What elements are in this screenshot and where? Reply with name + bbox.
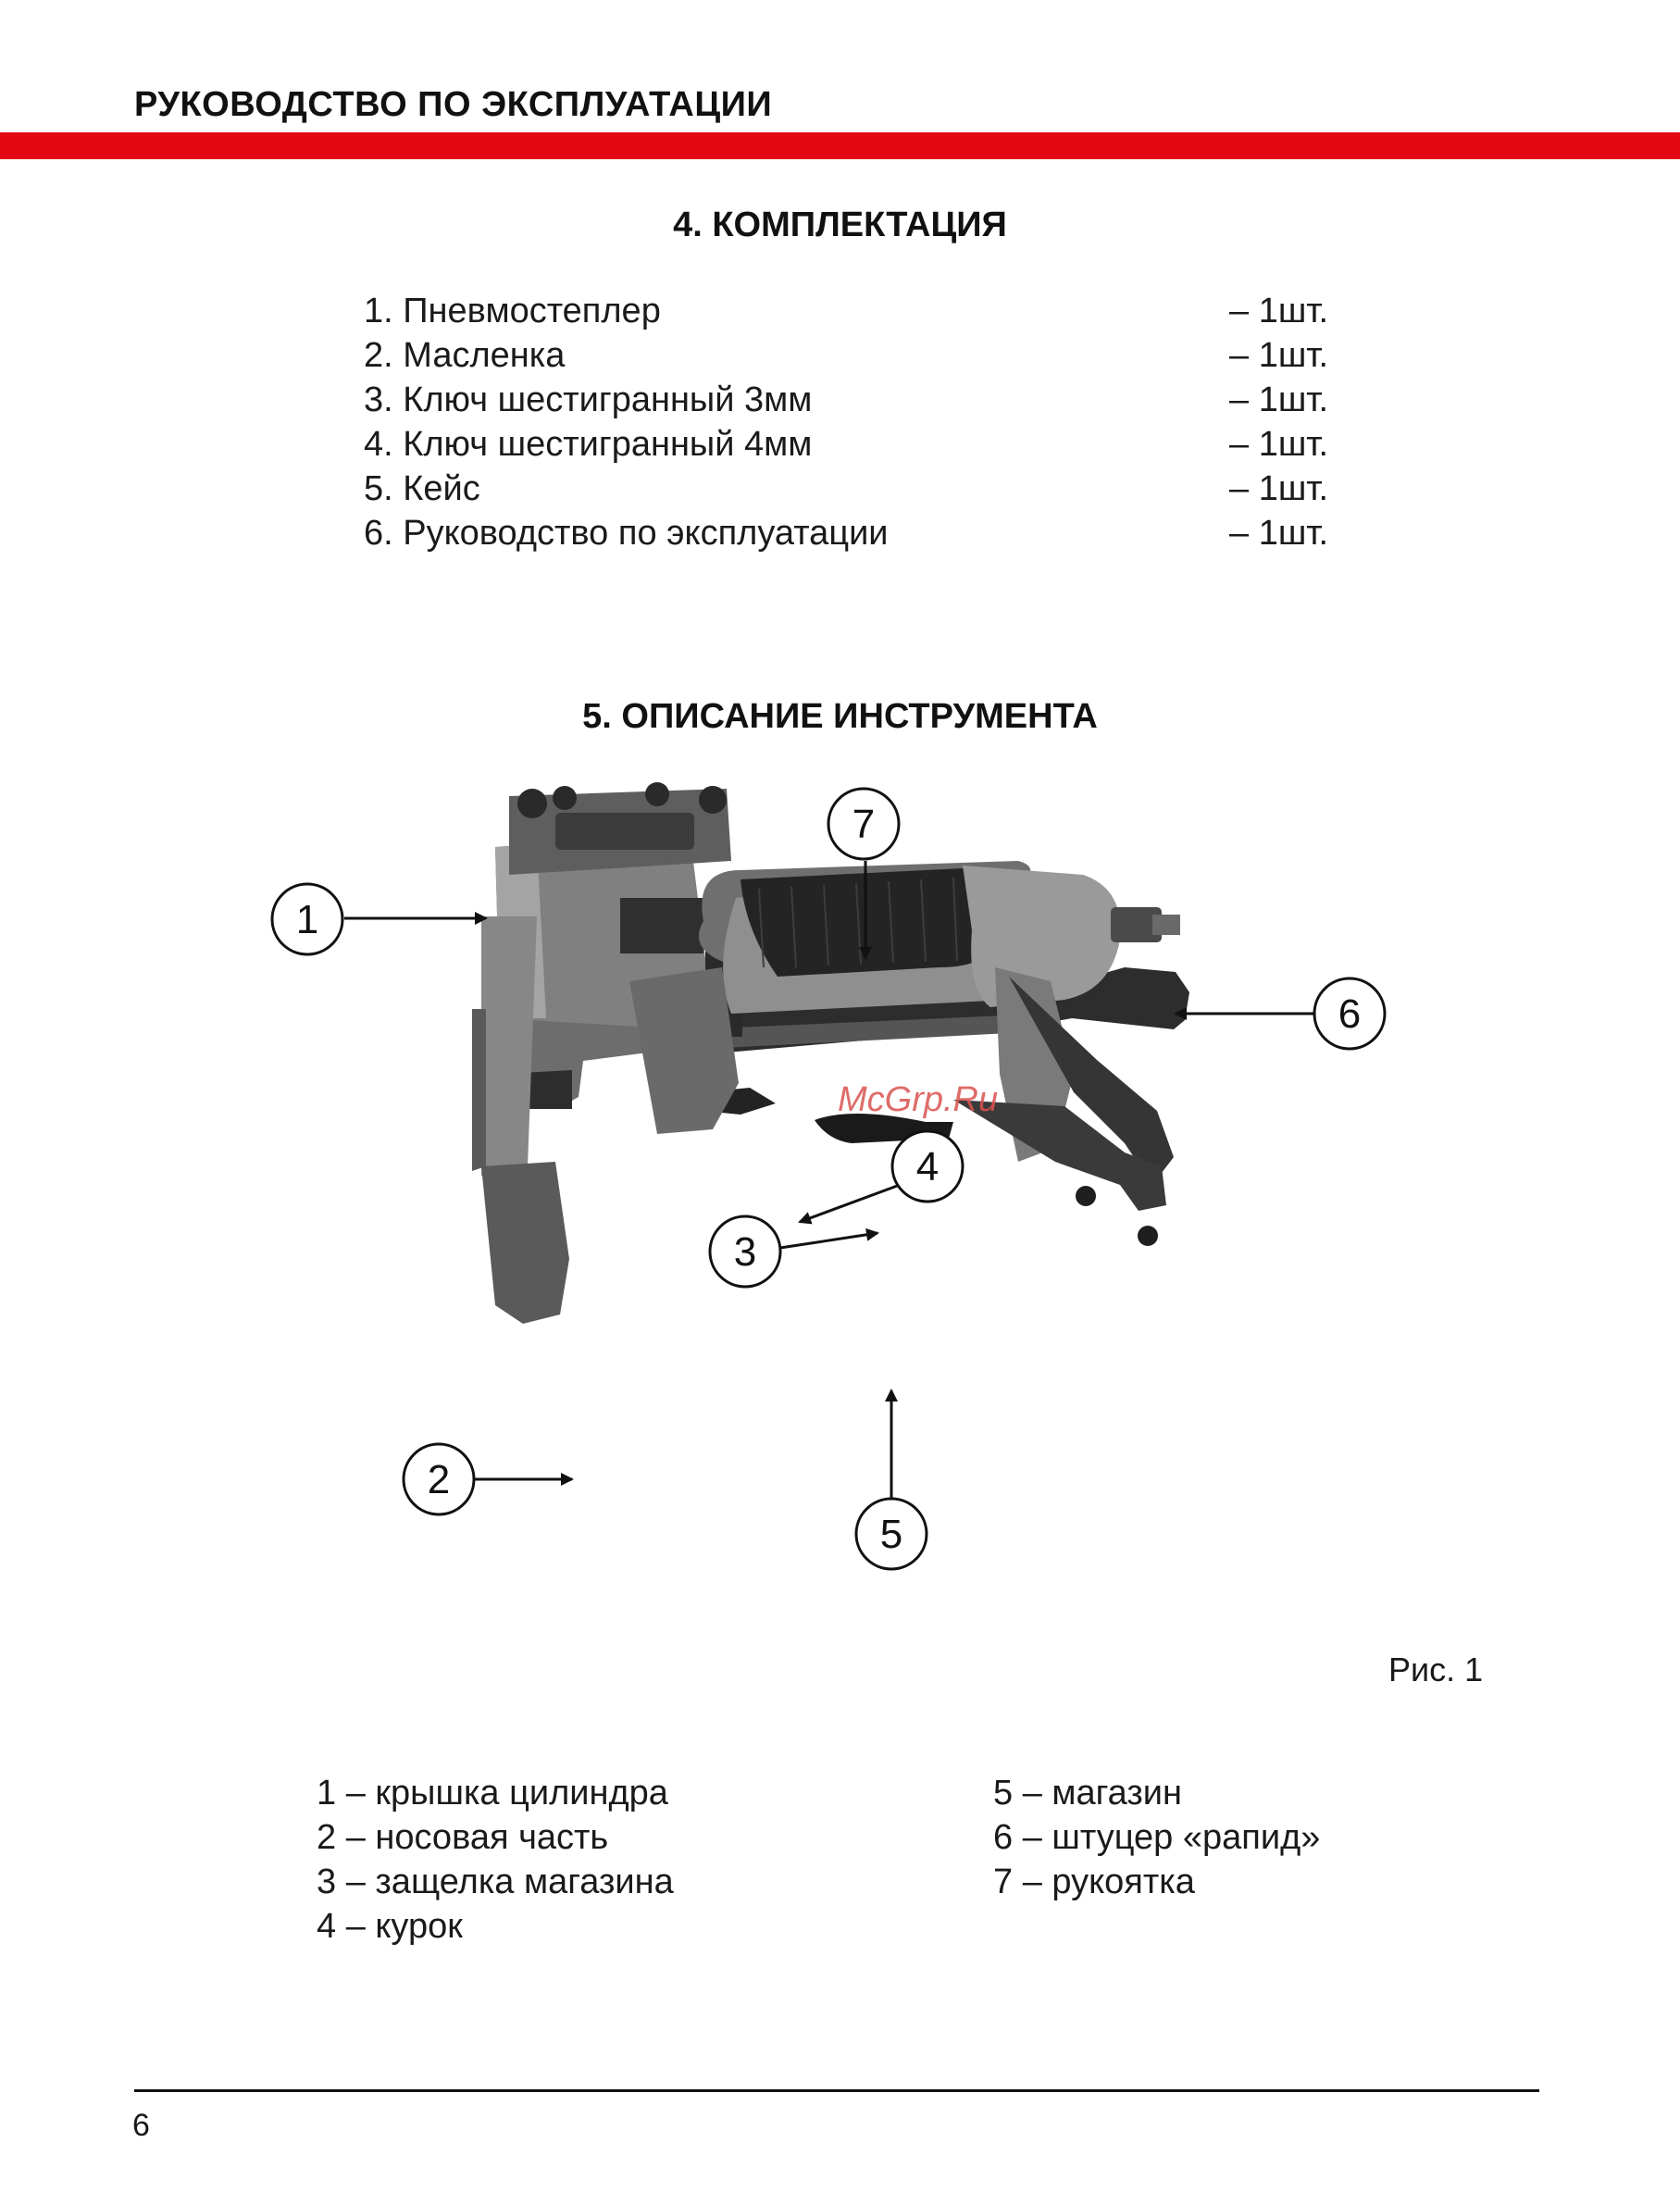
kit-item-qty: – 1шт.: [1229, 336, 1329, 375]
callout-number: 1: [296, 897, 318, 942]
kit-item-name: 6. Руководство по эксплуатации: [364, 514, 889, 553]
callout-number: 5: [880, 1512, 902, 1557]
callout-number: 7: [852, 802, 875, 847]
callout-number: 4: [916, 1144, 939, 1190]
legend-item: 7 – рукоятка: [993, 1862, 1195, 1901]
kit-item-name: 3. Ключ шестигранный 3мм: [364, 380, 813, 419]
page-number: 6: [132, 2108, 150, 2143]
callout-1: 1: [270, 882, 344, 956]
callout-number: 2: [428, 1457, 450, 1502]
kit-item-name: 1. Пневмостеплер: [364, 292, 661, 330]
callout-3: 3: [708, 1215, 782, 1289]
callout-number: 6: [1338, 991, 1361, 1037]
callout-5: 5: [854, 1497, 928, 1571]
legend-left: 1 – крышка цилиндра 2 – носовая часть 3 …: [317, 1771, 674, 1949]
list-item: 5. Кейс – 1шт.: [364, 467, 1345, 511]
kit-item-qty: – 1шт.: [1229, 469, 1329, 508]
header-red-bar: [0, 132, 1680, 159]
kit-item-qty: – 1шт.: [1229, 514, 1329, 553]
watermark: McGrp.Ru: [838, 1080, 998, 1119]
callout-number: 3: [734, 1229, 756, 1275]
list-item: 1. Пневмостеплер – 1шт.: [364, 289, 1345, 333]
callout-2: 2: [402, 1442, 476, 1516]
kit-item-qty: – 1шт.: [1229, 425, 1329, 464]
stapler-diagram: 1 7 6 4 3 2 5 McGrp.Ru: [270, 782, 1387, 1571]
footer-rule: [134, 2089, 1539, 2092]
section-5-title: 5. ОПИСАНИЕ ИНСТРУМЕНТА: [582, 697, 1098, 736]
stapler-figure: 1 7 6 4 3 2 5 McGrp.Ru: [259, 778, 1435, 1574]
legend-item: 5 – магазин: [993, 1774, 1183, 1813]
legend-item: 2 – носовая часть: [317, 1818, 609, 1857]
list-item: 4. Ключ шестигранный 4мм – 1шт.: [364, 422, 1345, 467]
page-header-title: РУКОВОДСТВО ПО ЭКСПЛУАТАЦИИ: [134, 85, 773, 124]
legend-right: 5 – магазин 6 – штуцер «рапид» 7 – рукоя…: [993, 1771, 1320, 1904]
callout-4: 4: [890, 1129, 964, 1203]
leader-arrows: [344, 861, 1314, 1500]
legend-item: 4 – курок: [317, 1907, 463, 1946]
list-item: 3. Ключ шестигранный 3мм – 1шт.: [364, 378, 1345, 422]
legend-item: 1 – крышка цилиндра: [317, 1774, 668, 1813]
callout-7: 7: [827, 787, 901, 861]
callout-6: 6: [1313, 977, 1387, 1051]
section-4-title: 4. КОМПЛЕКТАЦИЯ: [673, 206, 1007, 244]
legend-item: 6 – штуцер «рапид»: [993, 1818, 1321, 1857]
list-item: 2. Масленка – 1шт.: [364, 333, 1345, 378]
kit-list: 1. Пневмостеплер – 1шт. 2. Масленка – 1ш…: [364, 289, 1345, 555]
list-item: 6. Руководство по эксплуатации – 1шт.: [364, 511, 1345, 555]
kit-item-name: 5. Кейс: [364, 469, 480, 508]
kit-item-name: 4. Ключ шестигранный 4мм: [364, 425, 813, 464]
stapler-illustration: [472, 782, 1189, 1324]
kit-item-qty: – 1шт.: [1229, 292, 1329, 330]
figure-caption: Рис. 1: [1388, 1651, 1484, 1688]
kit-item-qty: – 1шт.: [1229, 380, 1329, 419]
kit-item-name: 2. Масленка: [364, 336, 566, 375]
legend-item: 3 – защелка магазина: [317, 1862, 674, 1901]
